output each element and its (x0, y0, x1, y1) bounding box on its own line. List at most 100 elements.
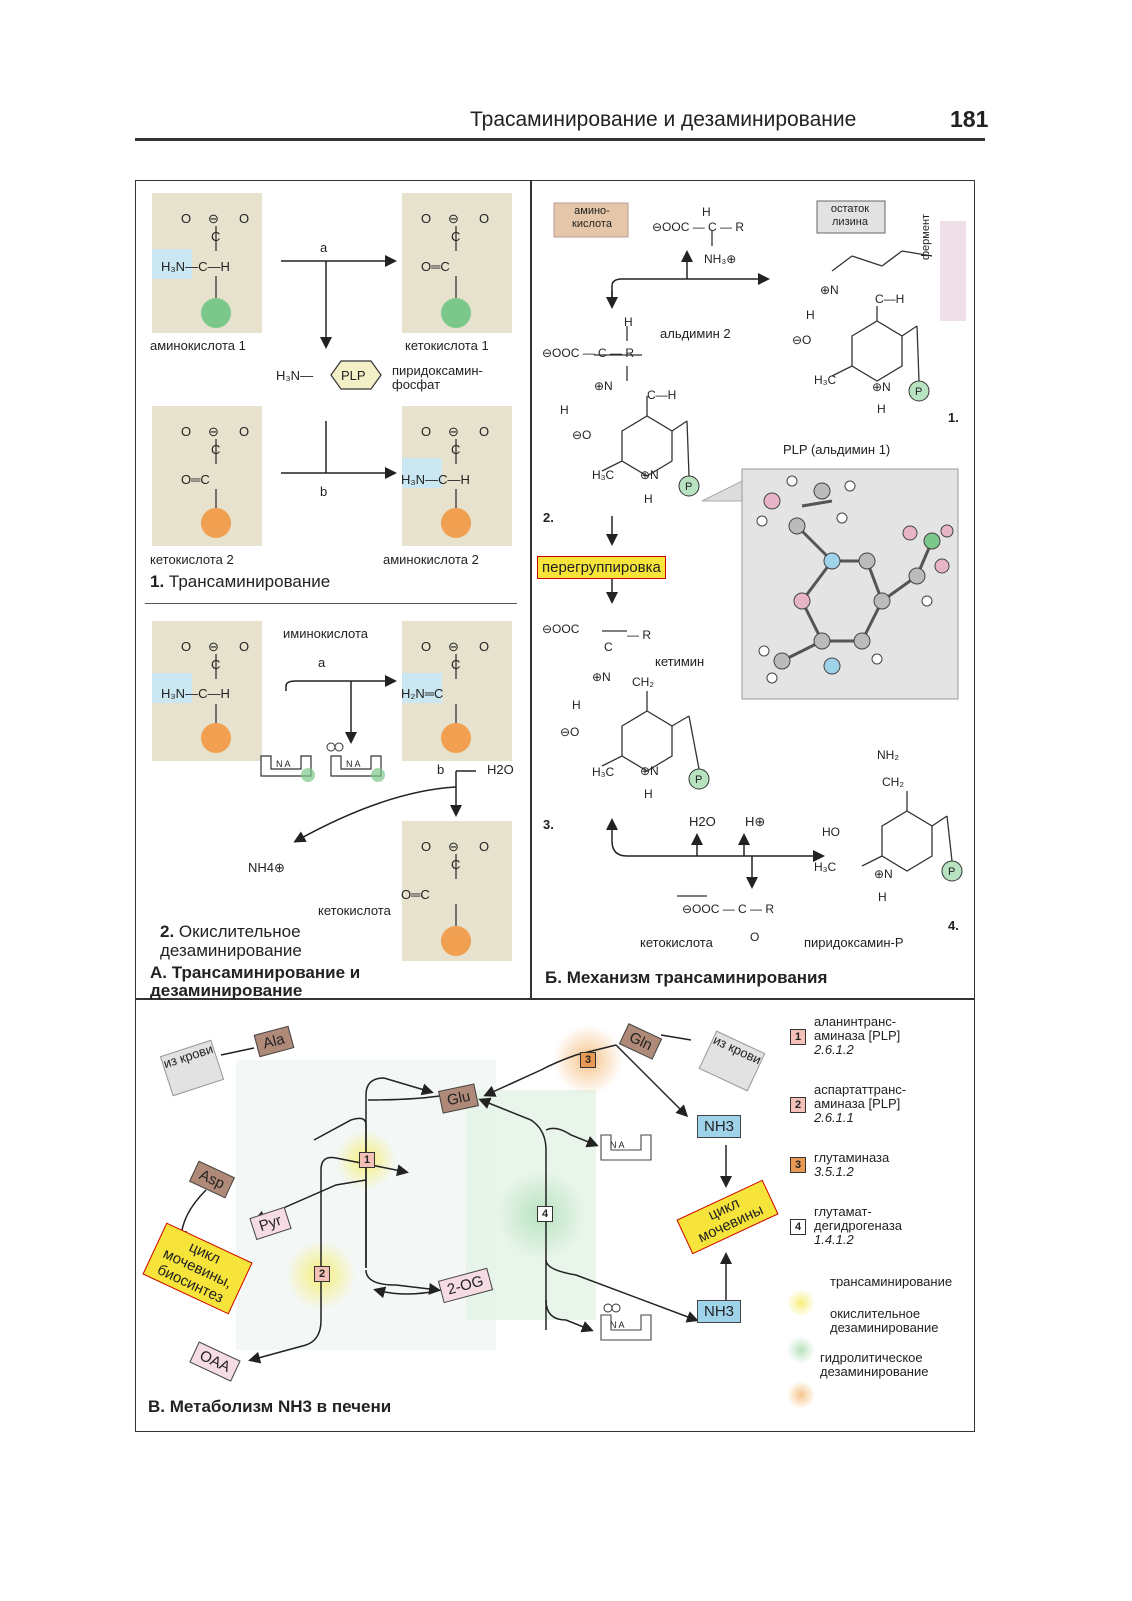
svg-text:O: O (181, 211, 191, 226)
legend-text-2: аспартаттранс-аминаза [PLP]2.6.1.1 (814, 1083, 934, 1125)
keto-acid-label: кетокислота (318, 903, 391, 918)
svg-text:H₃N—C—H: H₃N—C—H (161, 686, 230, 701)
panel-a-title: Трансаминирование и дезаминирование (150, 963, 361, 1000)
svg-text:P: P (685, 481, 692, 493)
panel-a-caption: А. Трансаминирование и дезаминирование (150, 964, 410, 1000)
svg-text:⊖OOC: ⊖OOC (542, 622, 580, 636)
legend-type-transamination: трансаминирование (830, 1274, 953, 1289)
legend-type-hydrolytic: гидролитическое дезаминирование (820, 1350, 929, 1379)
svg-text:H: H (702, 205, 711, 219)
step4-number: 4. (948, 918, 959, 933)
svg-text:O: O (181, 639, 191, 654)
svg-text:O: O (479, 211, 489, 226)
legend-enzyme-3: глутаминаза (814, 1150, 890, 1165)
step-b-label: b (320, 484, 328, 499)
legend-enzyme-2: аспартаттранс-аминаза [PLP] (814, 1082, 907, 1111)
svg-text:O: O (239, 424, 249, 439)
legend-num-2: 2 (790, 1097, 806, 1113)
legend-num-3: 3 (790, 1157, 806, 1173)
svg-text:N A: N A (610, 1140, 625, 1150)
svg-text:⊖: ⊖ (448, 211, 459, 226)
header-rule (135, 138, 985, 141)
step2-a-label: a (318, 655, 326, 670)
water-label: H2O (487, 762, 514, 777)
svg-text:C: C (451, 857, 460, 872)
imino-acid-label: иминокислота (283, 626, 369, 641)
svg-text:O: O (479, 424, 489, 439)
panel-a-letter: А. (150, 963, 167, 982)
svg-text:⊖: ⊖ (448, 839, 459, 854)
step2-b-label: b (437, 762, 445, 777)
panel-c-caption: В. Метаболизм NH3 в печени (148, 1397, 391, 1417)
svg-text:C: C (451, 657, 460, 672)
panel-b-caption: Б. Механизм трансаминирования (545, 968, 827, 988)
panel-c-letter: В. (148, 1397, 165, 1416)
part1-caption: 1. Трансаминирование (150, 572, 330, 592)
svg-text:H₃C: H₃C (592, 765, 615, 779)
metabolite-nh3-top: NH3 (697, 1115, 742, 1138)
svg-text:⊕N: ⊕N (872, 380, 891, 394)
section-divider (145, 603, 517, 604)
legend-item-2: 2 аспартаттранс-аминаза [PLP]2.6.1.1 (790, 1083, 970, 1125)
legend-ec-3: 3.5.1.2 (814, 1164, 854, 1179)
svg-text:H: H (624, 315, 633, 329)
svg-text:⊖O: ⊖O (560, 725, 579, 739)
amino-acid-1-label: аминокислота 1 (150, 338, 246, 353)
svg-text:NH₃⊕: NH₃⊕ (704, 252, 736, 266)
svg-text:P: P (948, 866, 955, 878)
svg-text:C: C (211, 442, 220, 457)
proton-label: H⊕ (745, 814, 766, 829)
svg-text:⊕N: ⊕N (874, 867, 893, 881)
svg-text:O: O (421, 639, 431, 654)
panel-a-diagram: O⊖OC H₃N—C—H O⊖OC O═C O⊖OC O═C O⊖OC H₃N—… (152, 193, 512, 961)
part2-caption: 2. Окислительное дезаминирование (160, 922, 370, 960)
panel-b-letter: Б. (545, 968, 562, 987)
step-a-label: a (320, 240, 328, 255)
amino-acid-2-label: аминокислота 2 (383, 552, 479, 567)
svg-text:H₃C: H₃C (814, 373, 837, 387)
legend-ec-2: 2.6.1.1 (814, 1110, 854, 1125)
legend-num-1: 1 (790, 1029, 806, 1045)
svg-text:O: O (239, 639, 249, 654)
svg-text:O: O (479, 639, 489, 654)
horizontal-divider (135, 998, 975, 1000)
svg-text:H₃N—C—H: H₃N—C—H (401, 472, 470, 487)
svg-text:H: H (877, 402, 886, 416)
svg-text:O: O (750, 930, 759, 944)
legend-type-oxidative: окислительное дезаминирование (830, 1306, 939, 1335)
enzyme-marker-1: 1 (359, 1152, 375, 1168)
svg-text:H: H (560, 403, 569, 417)
svg-text:⊕N: ⊕N (640, 468, 659, 482)
svg-text:HO: HO (822, 825, 840, 839)
rearrangement-tag: перегруппировка (537, 556, 666, 579)
svg-text:C: C (451, 442, 460, 457)
svg-text:O: O (421, 424, 431, 439)
enzyme-marker-3: 3 (580, 1052, 596, 1068)
panel-b-title: Механизм трансаминирования (566, 968, 828, 987)
svg-text:O: O (239, 211, 249, 226)
svg-text:O: O (421, 211, 431, 226)
svg-text:H: H (572, 698, 581, 712)
svg-text:N A: N A (346, 759, 361, 769)
pyridoxamine-p-label: пиридоксамин-Р (804, 935, 904, 950)
svg-text:⊖: ⊖ (208, 639, 219, 654)
svg-text:O: O (479, 839, 489, 854)
keto-acid-2-label: кетокислота 2 (150, 552, 234, 567)
plp-aldimine1-label: PLP (альдимин 1) (783, 442, 891, 457)
svg-text:NH₂: NH₂ (877, 748, 899, 762)
svg-text:C: C (451, 229, 460, 244)
enzyme-label: фермент (920, 213, 932, 260)
metabolite-nh3-bottom: NH3 (697, 1300, 742, 1323)
svg-text:PLP: PLP (341, 368, 366, 383)
part1-number: 1. (150, 572, 165, 591)
svg-text:CH₂: CH₂ (632, 675, 654, 689)
legend-enzyme-4: глутамат-дегидрогеназа (814, 1204, 903, 1233)
svg-text:⊕N: ⊕N (592, 670, 611, 684)
svg-text:⊖: ⊖ (448, 424, 459, 439)
step2-number: 2. (543, 510, 554, 525)
aldimine2-label: альдимин 2 (660, 326, 731, 341)
svg-text:O═C: O═C (181, 472, 210, 487)
